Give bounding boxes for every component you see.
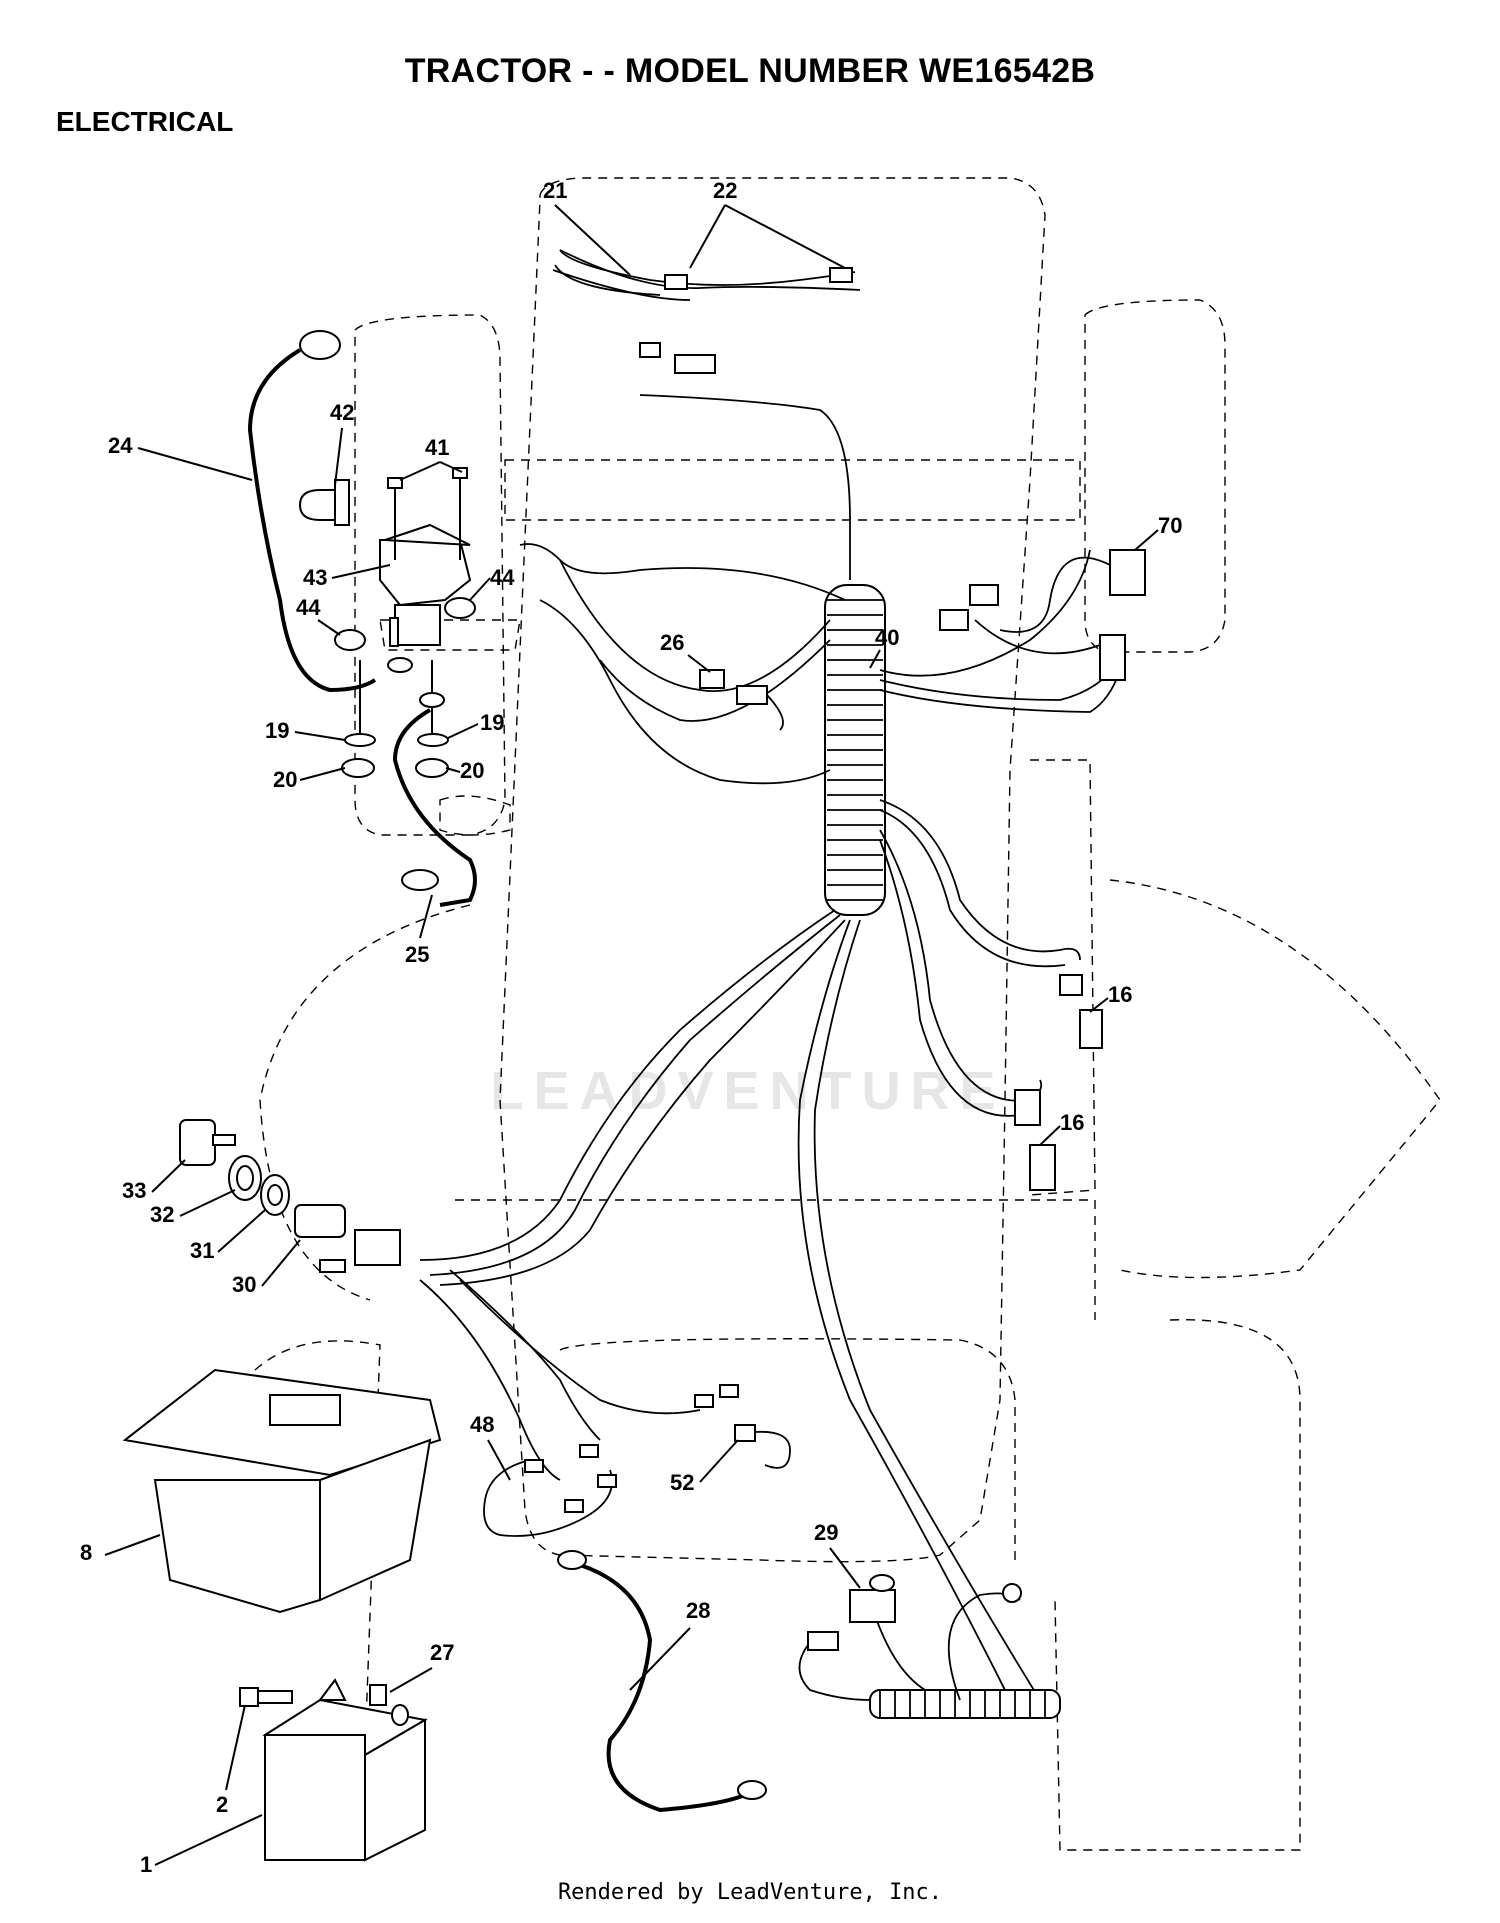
callout-20-left: 20 <box>273 767 297 792</box>
connector-part-26[interactable] <box>699 669 784 731</box>
ignition-key-part-33[interactable] <box>179 1119 236 1166</box>
battery-box-part-8[interactable] <box>122 1368 442 1614</box>
callout-25: 25 <box>405 942 429 967</box>
cable-part-25[interactable] <box>392 708 477 907</box>
terminal-ring <box>387 657 413 673</box>
callout-26: 26 <box>660 630 684 655</box>
headlight-harness-part-21 <box>554 249 856 374</box>
footer-credit: Rendered by LeadVenture, Inc. <box>557 1880 943 1905</box>
callout-52: 52 <box>670 1470 694 1495</box>
connector-part-70[interactable] <box>939 549 1146 681</box>
callout-21: 21 <box>543 178 567 203</box>
leader-lines <box>104 204 1159 1866</box>
main-wiring-harness <box>419 249 1121 1701</box>
connector-part-52[interactable] <box>734 1424 791 1469</box>
nuts-part-44[interactable] <box>334 597 476 651</box>
nuts-part-20[interactable] <box>341 758 449 778</box>
battery-part-1[interactable] <box>262 1698 428 1862</box>
callout-48: 48 <box>470 1412 494 1437</box>
callout-40: 40 <box>875 625 899 650</box>
page-title: TRACTOR - - MODEL NUMBER WE16542B <box>404 52 1096 90</box>
callout-44-left: 44 <box>296 595 321 620</box>
solenoid-boot-part-42[interactable] <box>298 479 350 526</box>
switch-part-16-lower[interactable] <box>1014 1089 1056 1191</box>
tractor-outline <box>254 177 1441 1851</box>
callout-2: 2 <box>216 1792 228 1817</box>
switch-part-16-upper[interactable] <box>1059 974 1103 1049</box>
starter-solenoid-part-43[interactable] <box>379 523 472 647</box>
callout-19-left: 19 <box>265 718 289 743</box>
terminal-ring <box>419 692 445 708</box>
rear-coil-wire <box>869 1583 1061 1719</box>
bezel-part-32[interactable] <box>228 1155 262 1201</box>
callout-30: 30 <box>232 1272 256 1297</box>
callout-16-lower: 16 <box>1060 1110 1084 1135</box>
callout-27: 27 <box>430 1640 454 1665</box>
nut-part-27[interactable] <box>318 1678 387 1706</box>
callout-22: 22 <box>713 178 737 203</box>
switch-part-29[interactable] <box>798 1574 896 1701</box>
callout-43: 43 <box>303 565 327 590</box>
callout-28: 28 <box>686 1598 710 1623</box>
washers-part-19[interactable] <box>344 733 449 747</box>
nut-part-31[interactable] <box>260 1174 290 1216</box>
callout-31: 31 <box>190 1238 214 1263</box>
bolt-part-2[interactable] <box>239 1687 293 1707</box>
ground-cable-part-28[interactable] <box>557 1550 767 1813</box>
callout-20-right: 20 <box>460 758 484 783</box>
callout-44-right: 44 <box>490 565 515 590</box>
callout-16-upper: 16 <box>1108 982 1132 1007</box>
callout-41: 41 <box>425 435 449 460</box>
callout-19-right: 19 <box>480 710 504 735</box>
callout-29: 29 <box>814 1520 838 1545</box>
harness-part-48[interactable] <box>483 1384 739 1537</box>
callout-33: 33 <box>122 1178 146 1203</box>
watermark-text: LEADVENTURE <box>490 1061 1006 1121</box>
callout-8: 8 <box>80 1540 92 1565</box>
callout-42: 42 <box>330 400 354 425</box>
callout-labels: 21 22 24 42 41 43 44 44 19 19 20 20 25 2… <box>80 178 1182 1877</box>
callout-1: 1 <box>140 1852 152 1877</box>
bolts-part-41[interactable] <box>387 467 468 560</box>
ignition-switch-part-30[interactable] <box>294 1204 401 1273</box>
callout-70: 70 <box>1158 513 1182 538</box>
callout-24: 24 <box>108 433 133 458</box>
callout-32: 32 <box>150 1202 174 1227</box>
section-label: ELECTRICAL <box>56 106 234 137</box>
battery-cable-part-24[interactable] <box>247 330 377 693</box>
